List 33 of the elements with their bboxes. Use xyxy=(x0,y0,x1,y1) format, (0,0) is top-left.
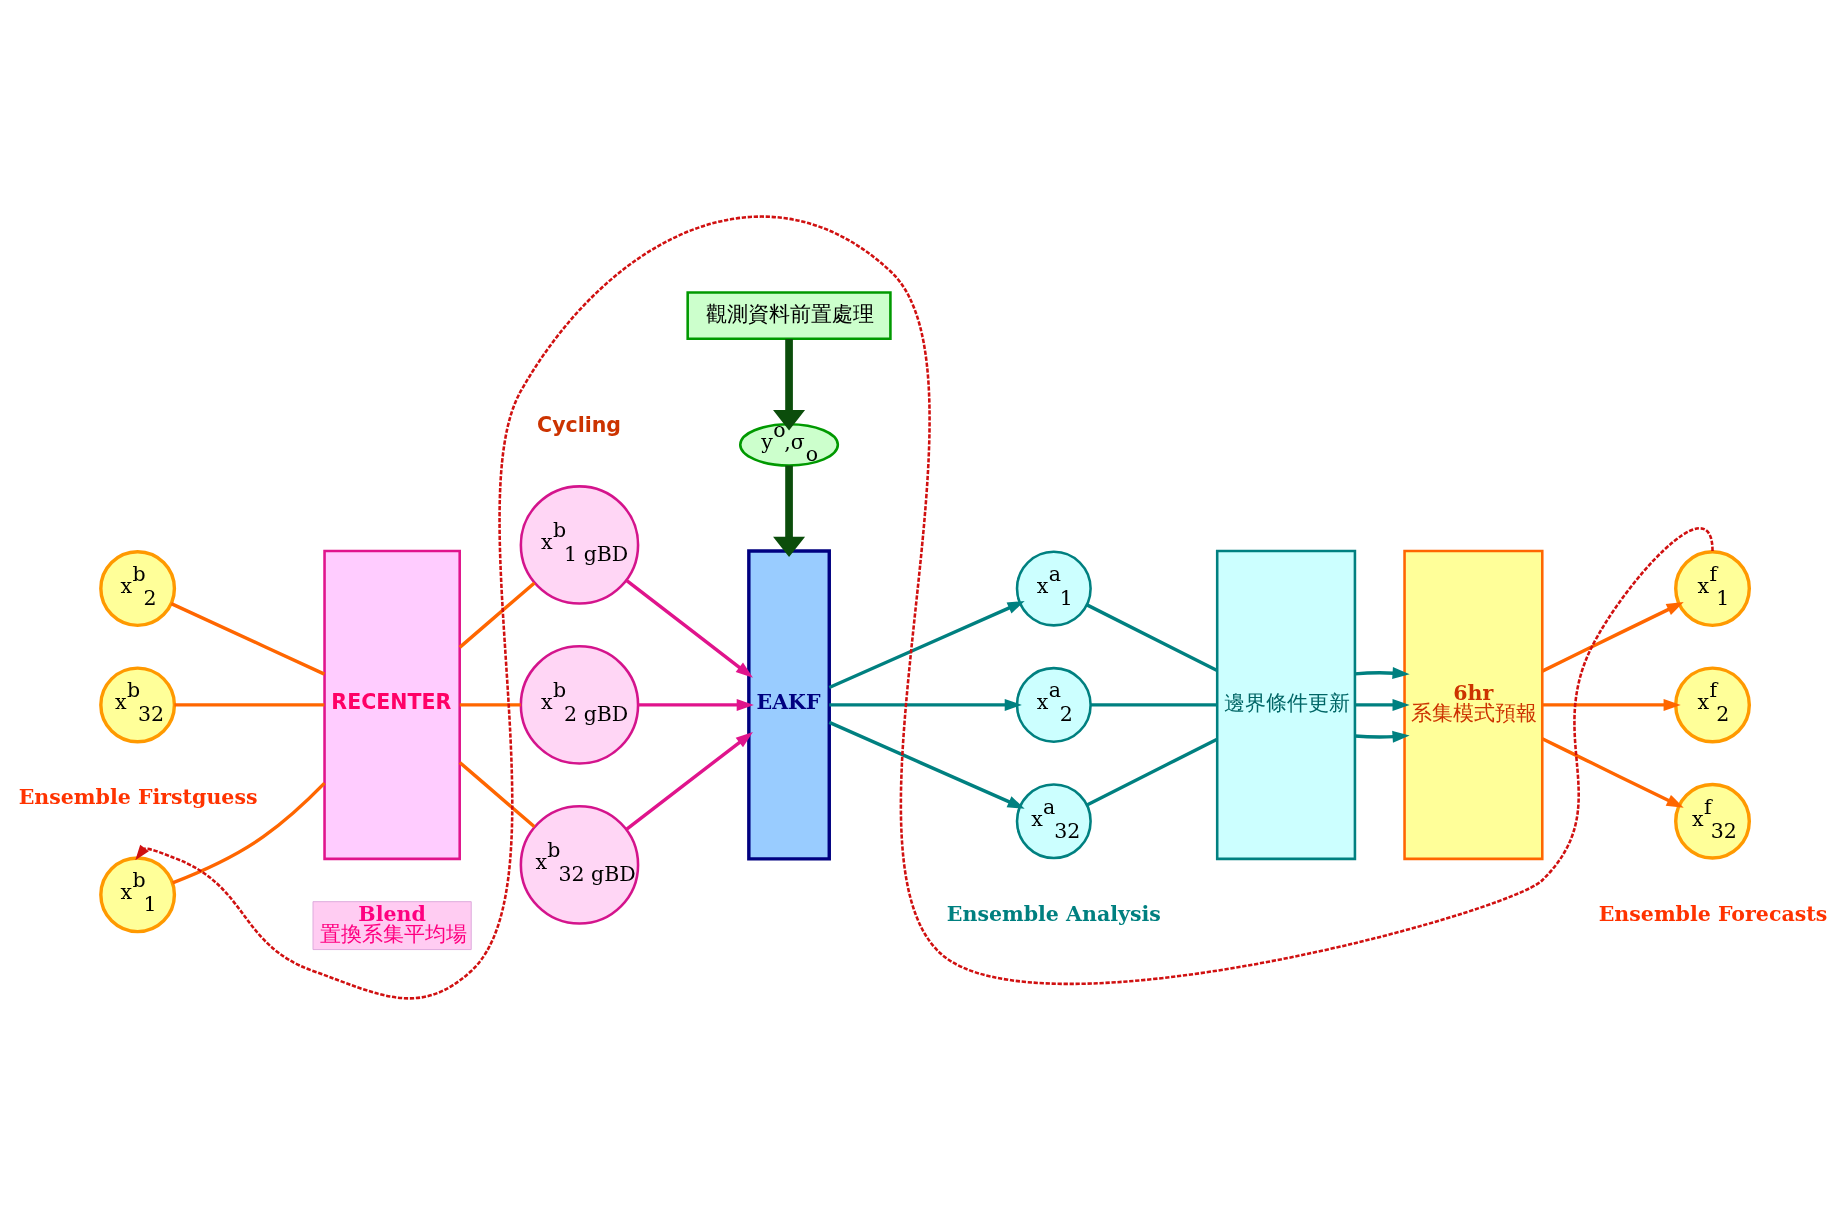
node-label: Ensemble Analysis xyxy=(946,901,1161,926)
arrow xyxy=(1355,698,1410,711)
arrow xyxy=(625,578,753,678)
arrow xyxy=(1541,601,1684,673)
arrow xyxy=(828,600,1025,689)
arrow xyxy=(829,698,1022,711)
node-box: 邊界條件更新 xyxy=(1215,549,1357,860)
arrow xyxy=(638,698,754,711)
arrow xyxy=(828,720,1025,809)
connector xyxy=(1090,702,1217,707)
node-box: 觀測資料前置處理 xyxy=(686,290,892,340)
connector xyxy=(1086,602,1218,672)
connector xyxy=(1086,737,1218,806)
node-box: EAKF xyxy=(747,548,831,861)
arrow xyxy=(1541,736,1684,808)
connector xyxy=(170,601,326,676)
node-box: RECENTER xyxy=(323,549,461,860)
arrow xyxy=(625,731,753,831)
node-label: Ensemble Forecasts xyxy=(1598,901,1828,926)
arrow xyxy=(1354,730,1410,743)
arrow xyxy=(1354,666,1410,679)
node-label: Ensemble Firstguess xyxy=(18,784,258,809)
arrow xyxy=(773,338,806,430)
connector xyxy=(172,781,326,884)
label: Cycling xyxy=(537,412,622,437)
connector xyxy=(458,760,536,828)
arrow xyxy=(773,465,806,557)
node-box: Blend 置換系集平均場 xyxy=(312,900,472,950)
connector xyxy=(174,702,325,707)
node-box: 6hr 系集模式預報 xyxy=(1403,549,1544,860)
connector xyxy=(458,581,536,649)
connector xyxy=(459,702,521,707)
arrow xyxy=(1542,698,1681,711)
